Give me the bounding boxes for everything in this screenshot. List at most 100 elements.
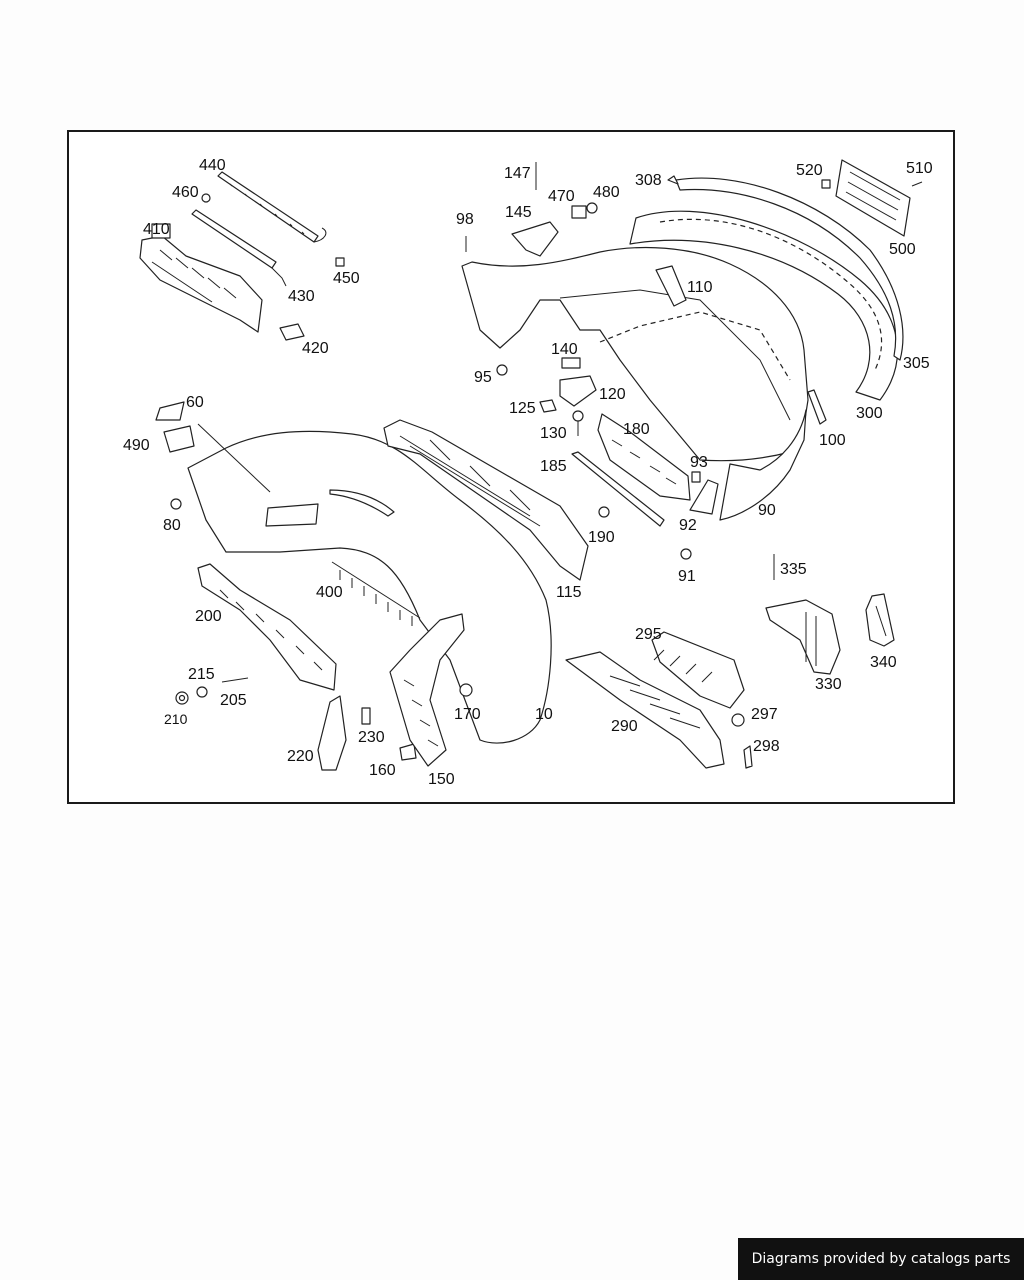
callout-290: 290 xyxy=(611,718,638,735)
callout-215: 215 xyxy=(188,666,215,683)
callout-500: 500 xyxy=(889,241,916,258)
callout-300: 300 xyxy=(856,405,883,422)
callout-510: 510 xyxy=(906,160,933,177)
callout-298: 298 xyxy=(753,738,780,755)
callout-110: 110 xyxy=(687,279,713,296)
part-297-nut xyxy=(731,713,745,727)
callout-308: 308 xyxy=(635,172,662,189)
part-130-screw xyxy=(572,410,584,436)
part-60-bracket xyxy=(155,401,185,421)
part-410-sensor-bracket xyxy=(139,223,263,333)
callout-147: 147 xyxy=(504,165,531,182)
callout-305: 305 xyxy=(903,355,930,372)
callout-210: 210 xyxy=(164,711,188,727)
callout-520: 520 xyxy=(796,162,823,179)
part-340-exhaust-tip xyxy=(865,593,895,647)
credit-banner: Diagrams provided by catalogs parts xyxy=(738,1238,1024,1280)
part-93-clip xyxy=(691,471,701,483)
part-185-strip xyxy=(571,451,665,527)
part-180-mount-bracket xyxy=(597,413,691,501)
callout-140: 140 xyxy=(551,341,578,358)
part-290-diffuser xyxy=(565,651,725,769)
callout-180: 180 xyxy=(623,421,650,438)
part-210-nut xyxy=(175,691,189,705)
callout-labels: 440 460 410 450 430 420 147 470 480 308 … xyxy=(123,157,933,788)
part-480-ring xyxy=(586,202,598,214)
callout-10: 10 xyxy=(535,706,553,723)
callout-470: 470 xyxy=(548,188,575,205)
callout-340: 340 xyxy=(870,654,897,671)
callout-125: 125 xyxy=(509,400,536,417)
callout-200: 200 xyxy=(195,608,222,625)
part-400-sensor-strip xyxy=(331,561,421,626)
part-460-clip xyxy=(201,193,211,203)
callout-150: 150 xyxy=(428,771,455,788)
part-150-side-support xyxy=(389,613,465,767)
callout-490: 490 xyxy=(123,437,150,454)
part-450-clip xyxy=(335,257,345,267)
callout-440: 440 xyxy=(199,157,226,174)
callout-297: 297 xyxy=(751,706,778,723)
callout-100: 100 xyxy=(819,432,846,449)
callout-330: 330 xyxy=(815,676,842,693)
part-115-impact-beam xyxy=(383,419,589,581)
callout-93: 93 xyxy=(690,454,708,471)
callout-145: 145 xyxy=(505,204,532,221)
part-125-clip xyxy=(539,399,557,413)
callout-80: 80 xyxy=(163,517,181,534)
part-470-sensor xyxy=(571,205,587,219)
part-160-retainer xyxy=(399,743,417,761)
part-300-diffuser-lip xyxy=(629,210,899,401)
callout-60: 60 xyxy=(186,394,204,411)
part-330-exhaust-bracket xyxy=(765,599,841,675)
callout-190: 190 xyxy=(588,529,615,546)
callout-92: 92 xyxy=(679,517,697,534)
callout-120: 120 xyxy=(599,386,626,403)
callout-335: 335 xyxy=(780,561,807,578)
part-200-side-bracket xyxy=(197,563,337,691)
callout-130: 130 xyxy=(540,425,567,442)
callout-460: 460 xyxy=(172,184,199,201)
callout-220: 220 xyxy=(287,748,314,765)
callout-170: 170 xyxy=(454,706,481,723)
part-220-mudflap-bracket xyxy=(317,695,347,771)
callout-420: 420 xyxy=(302,340,329,357)
credit-text: Diagrams provided by catalogs parts xyxy=(751,1251,1011,1267)
part-520-clip xyxy=(821,179,831,189)
part-90-lower-cover xyxy=(719,409,807,521)
part-305-trim-strip xyxy=(675,177,904,361)
callout-400: 400 xyxy=(316,584,343,601)
callout-91: 91 xyxy=(678,568,696,585)
part-308-clip xyxy=(667,175,679,185)
callout-185: 185 xyxy=(540,458,567,475)
part-490-cap xyxy=(163,425,195,453)
part-80-clip xyxy=(170,498,182,510)
callout-480: 480 xyxy=(593,184,620,201)
callout-95: 95 xyxy=(474,369,492,386)
callout-295: 295 xyxy=(635,626,662,643)
callout-450: 450 xyxy=(333,270,360,287)
callout-90: 90 xyxy=(758,502,776,519)
part-170-grommet xyxy=(459,683,473,697)
callout-160: 160 xyxy=(369,762,396,779)
callout-205: 205 xyxy=(220,692,247,709)
part-500-plate-holder xyxy=(835,159,911,237)
part-91-bolt xyxy=(680,548,692,560)
part-420-block xyxy=(279,323,305,341)
part-190-screw xyxy=(598,506,610,518)
part-230-clip xyxy=(361,707,371,725)
callout-230: 230 xyxy=(358,729,385,746)
part-92-bracket xyxy=(689,479,719,515)
part-140-clip xyxy=(561,357,581,369)
part-295-diffuser-insert xyxy=(651,631,745,709)
callout-410: 410 xyxy=(143,221,170,238)
callout-115: 115 xyxy=(556,584,582,601)
part-440-strip xyxy=(217,171,319,243)
part-110-upper-bumper-cover xyxy=(461,246,809,462)
part-298-bolt xyxy=(743,745,753,769)
part-10-rear-bumper-cover xyxy=(187,423,552,744)
part-95-clip xyxy=(496,364,508,376)
part-145-bracket xyxy=(511,221,559,257)
part-430-wire xyxy=(191,209,327,287)
